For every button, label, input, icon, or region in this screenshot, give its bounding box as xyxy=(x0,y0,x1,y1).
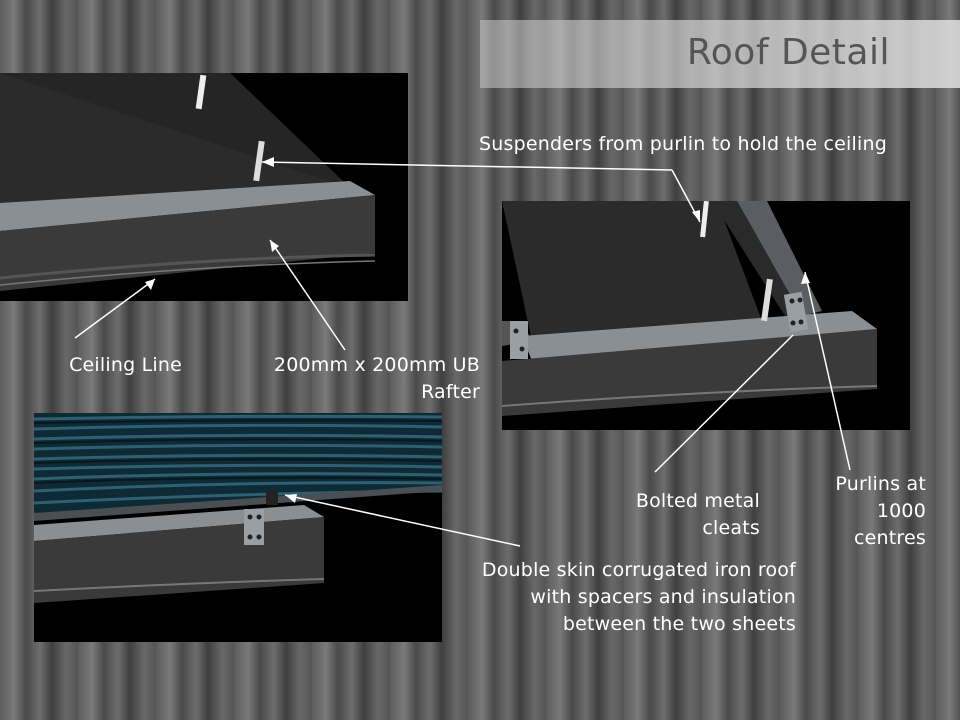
rafter-label: 200mm x 200mm UB Rafter xyxy=(273,354,480,403)
cleats-label: Bolted metal cleats xyxy=(635,490,760,539)
title-band xyxy=(480,20,960,88)
purlin-render-panel xyxy=(502,201,910,430)
suspenders-label: Suspenders from purlin to hold the ceili… xyxy=(479,133,887,155)
purlins-label: Purlins at 1000 centres xyxy=(835,473,926,549)
roof-label: Double skin corrugated iron roof with sp… xyxy=(481,559,796,635)
rafter-render-panel xyxy=(0,73,408,301)
roof-render-panel xyxy=(34,413,442,642)
ceiling-line-label: Ceiling Line xyxy=(69,354,182,376)
slide-title: Roof Detail xyxy=(686,32,890,73)
